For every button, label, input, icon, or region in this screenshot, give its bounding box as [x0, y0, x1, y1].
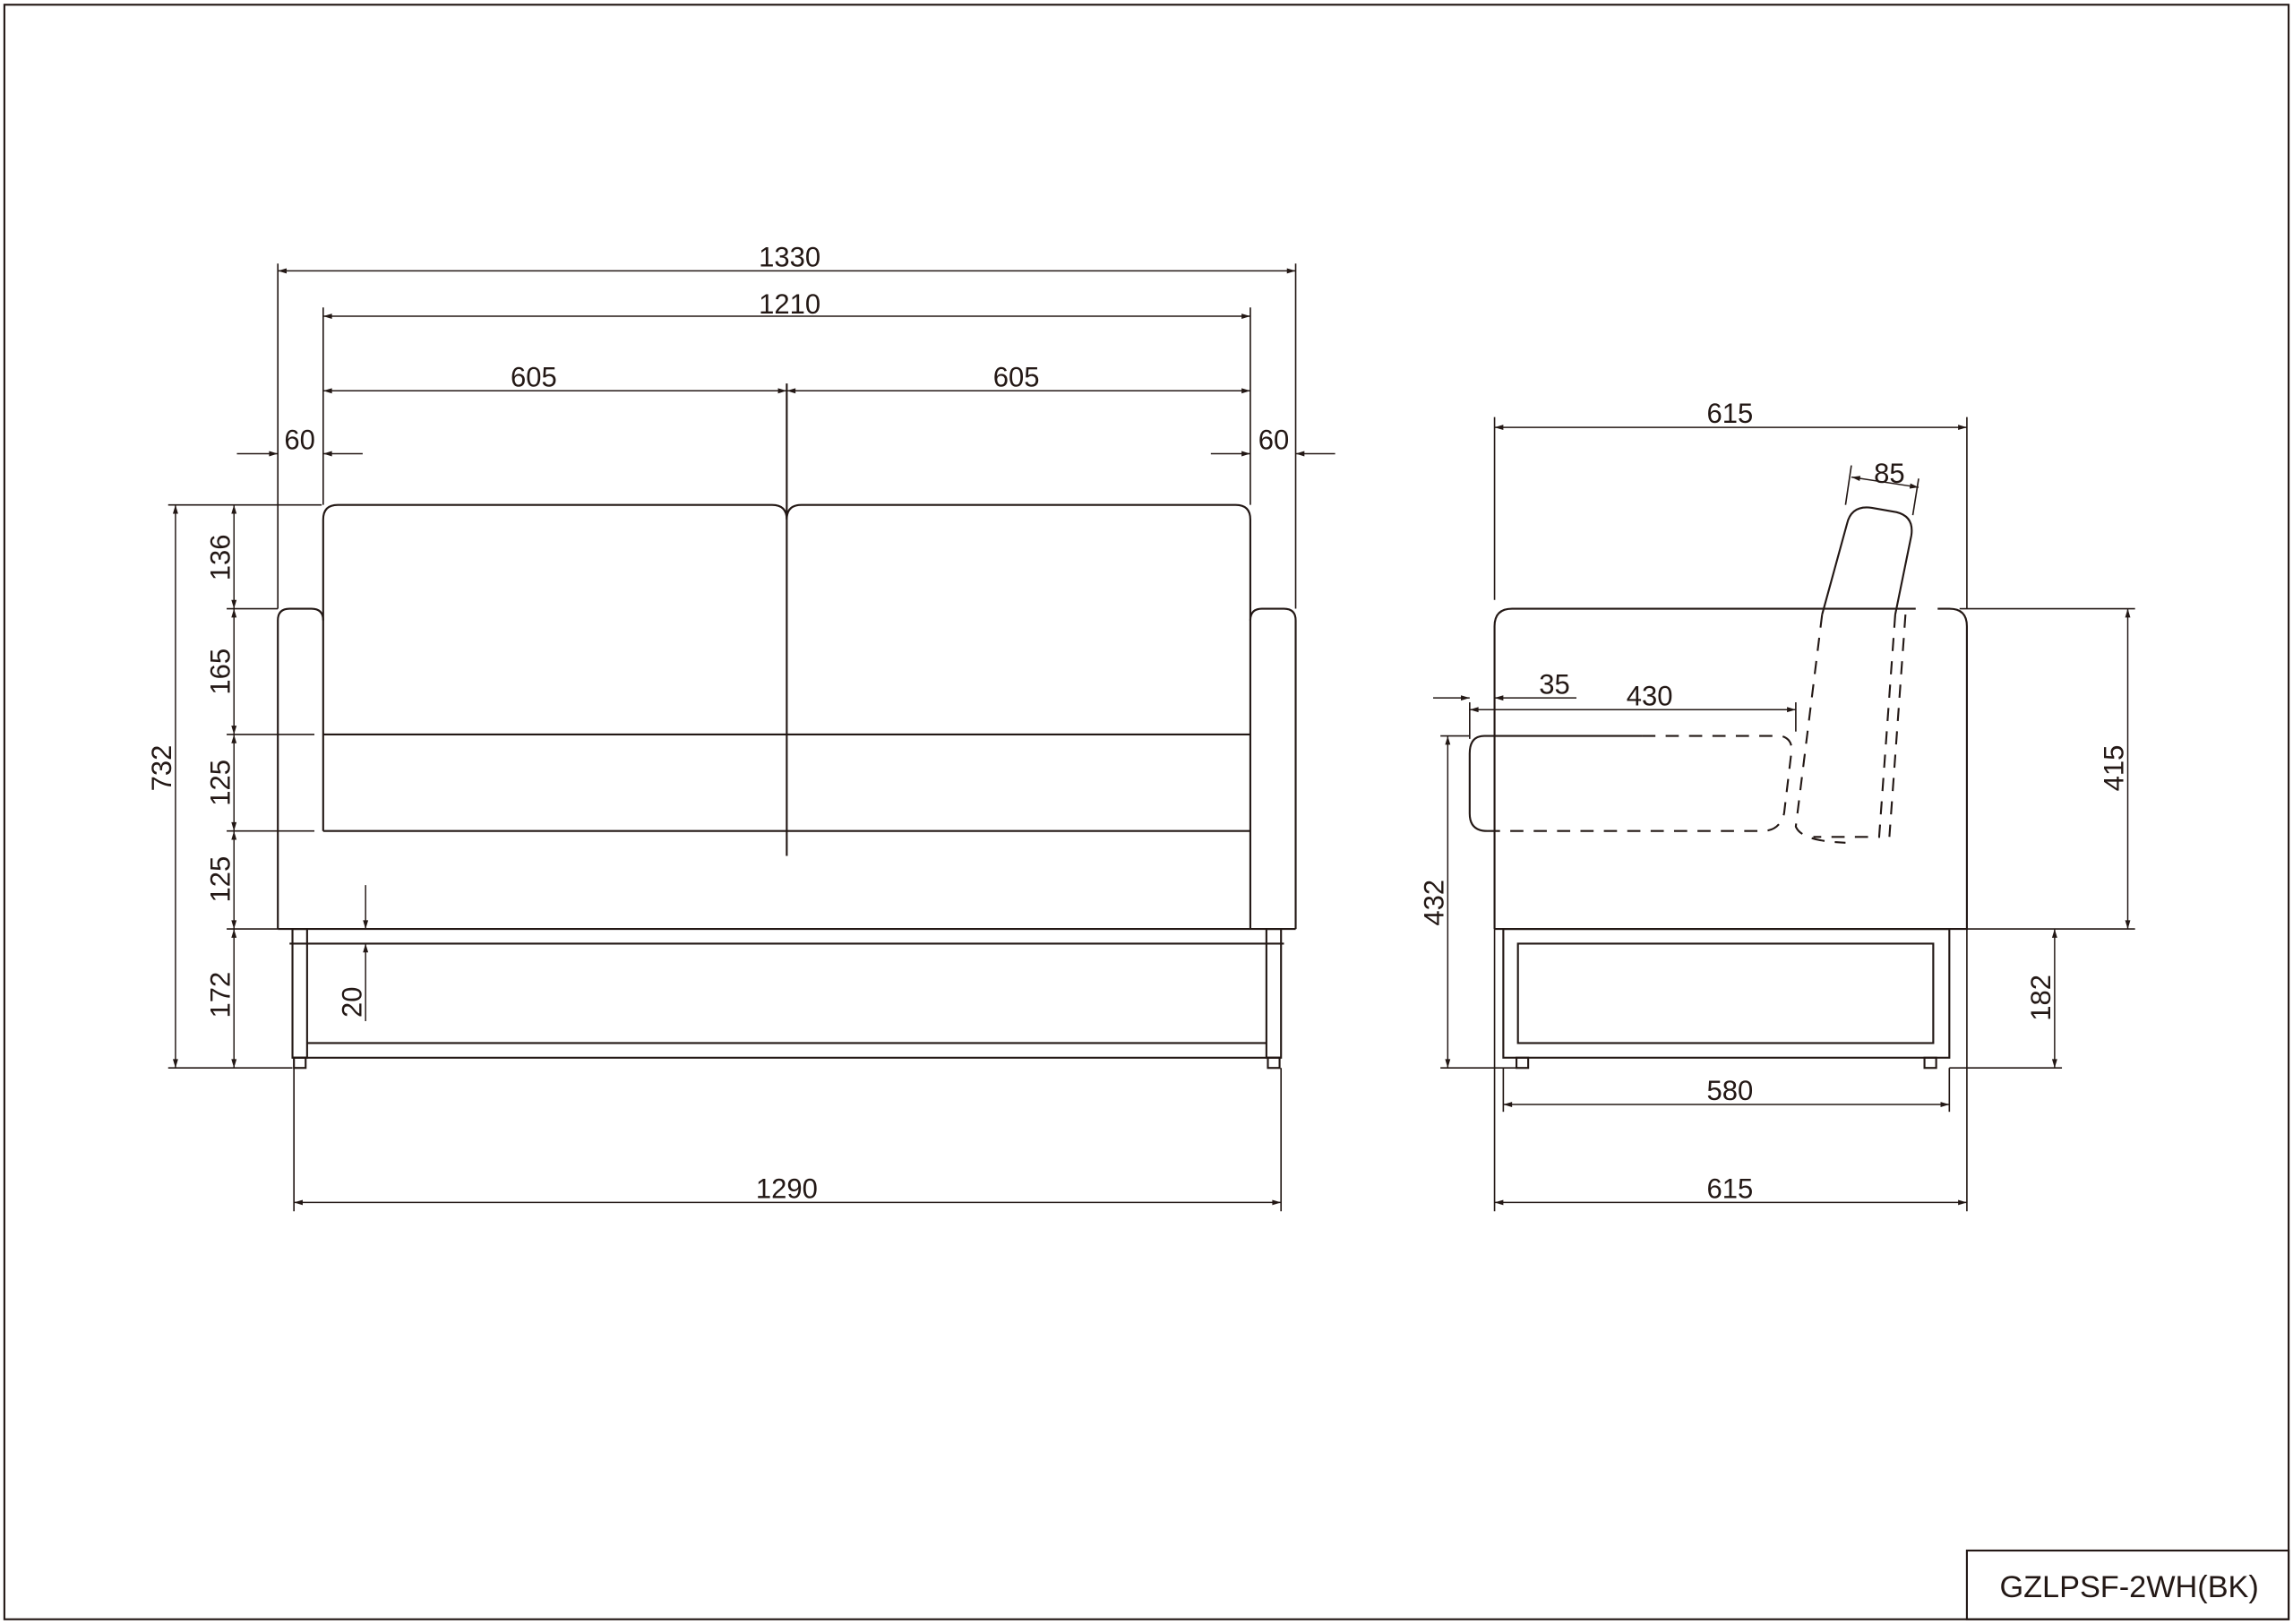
dim-overall-height: 732	[146, 745, 177, 792]
dim-base-inner: 580	[1707, 1075, 1754, 1106]
dim-overall-width: 1330	[759, 242, 820, 273]
side-base-frame	[1502, 928, 1951, 1070]
dim-depth-bottom: 615	[1707, 1173, 1754, 1205]
dim-depth-top: 615	[1707, 398, 1754, 429]
dim-seat-width: 1210	[759, 288, 820, 320]
dim-arm-to-mid: 165	[204, 649, 236, 695]
dim-armrest-height: 432	[1418, 880, 1449, 926]
dim-rail: 20	[336, 986, 367, 1018]
dim-base-height: 182	[2025, 975, 2057, 1021]
dim-back-thickness: 85	[1874, 458, 1905, 489]
side-view: 615 85 35 430 415 432 182 580 615	[1418, 398, 2135, 1212]
dim-back-top: 136	[204, 535, 236, 581]
dim-seat: 125	[204, 856, 236, 903]
dim-base-width: 1290	[756, 1173, 818, 1205]
dim-seat-right: 605	[993, 361, 1040, 392]
dim-offset: 35	[1539, 668, 1570, 700]
title-block: GZLPSF-2WH(BK)	[1965, 1549, 2290, 1620]
front-base-frame	[289, 928, 1284, 1070]
front-view: 1330 1210 605 605 60 60 732 136 165 125 …	[146, 242, 1335, 1212]
left-arm	[277, 607, 324, 930]
sheet-border	[3, 4, 2290, 1620]
dim-arm-right: 60	[1258, 425, 1289, 456]
side-body	[1493, 607, 1968, 931]
backrest	[1821, 506, 1913, 615]
dim-body-height: 415	[2099, 745, 2130, 792]
dim-mid: 125	[204, 760, 236, 806]
right-arm	[1249, 607, 1297, 930]
dim-seat-depth: 430	[1627, 680, 1673, 711]
dim-base: 172	[204, 972, 236, 1018]
dim-arm-left: 60	[284, 425, 315, 456]
dim-seat-left: 605	[511, 361, 557, 392]
armrest	[1468, 735, 1643, 832]
model-number: GZLPSF-2WH(BK)	[1999, 1570, 2258, 1604]
